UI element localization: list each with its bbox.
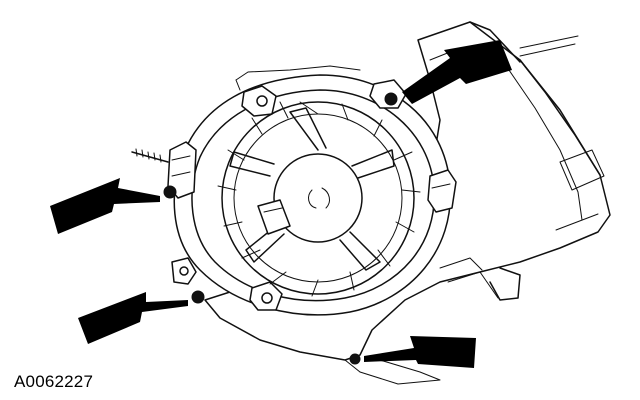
callout-arrows xyxy=(50,40,512,368)
arrow-upper-right xyxy=(402,40,512,104)
arrow-left xyxy=(50,178,160,234)
nut-left xyxy=(163,185,177,199)
nut-lower-left xyxy=(191,290,205,304)
arrow-lower-left xyxy=(78,292,188,344)
fasteners xyxy=(163,92,398,365)
wheel-fins xyxy=(217,101,421,297)
arrow-bottom xyxy=(364,336,476,368)
nut-upper-right xyxy=(384,92,398,106)
figure-caption: A0062227 xyxy=(14,372,94,391)
blower-wheel xyxy=(217,101,421,297)
nut-bottom xyxy=(349,353,361,365)
